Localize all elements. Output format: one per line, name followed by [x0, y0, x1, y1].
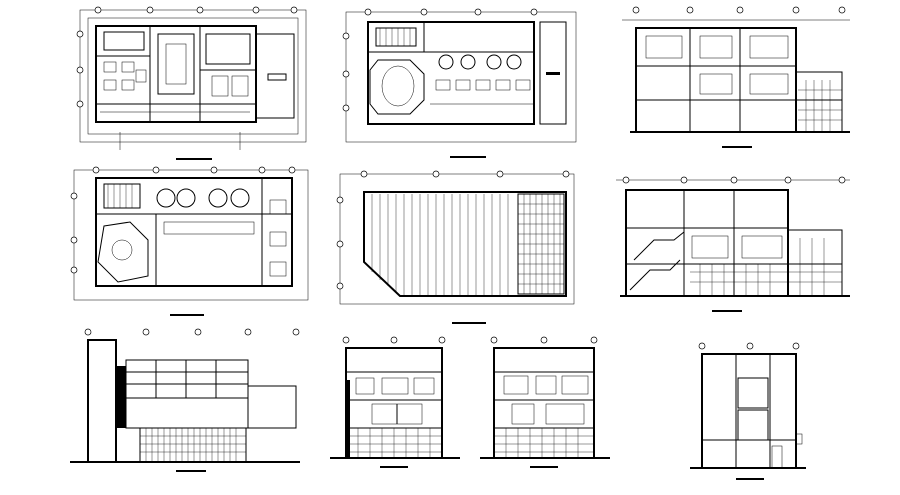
side-left-grid — [346, 428, 442, 458]
roof-grid — [517, 193, 565, 295]
side-elevation-right — [480, 336, 610, 468]
second-floor-plan — [70, 166, 309, 316]
roof-plan — [336, 170, 575, 324]
section-b — [616, 176, 850, 312]
first-floor-plan — [342, 8, 577, 158]
rear-elevation — [690, 342, 806, 480]
facade-grid — [798, 80, 842, 132]
section-b-grid — [690, 238, 842, 296]
side-right-grid — [494, 428, 594, 458]
stair-hatch-2 — [107, 184, 133, 208]
dining-tables — [103, 61, 147, 91]
stair-hatch — [379, 28, 411, 46]
front-elevation-grid — [139, 427, 247, 463]
side-elevation-left — [330, 336, 460, 468]
roof-slats — [371, 194, 509, 296]
section-a — [622, 6, 850, 148]
front-elevation — [70, 328, 300, 472]
ground-floor-plan — [76, 6, 307, 160]
